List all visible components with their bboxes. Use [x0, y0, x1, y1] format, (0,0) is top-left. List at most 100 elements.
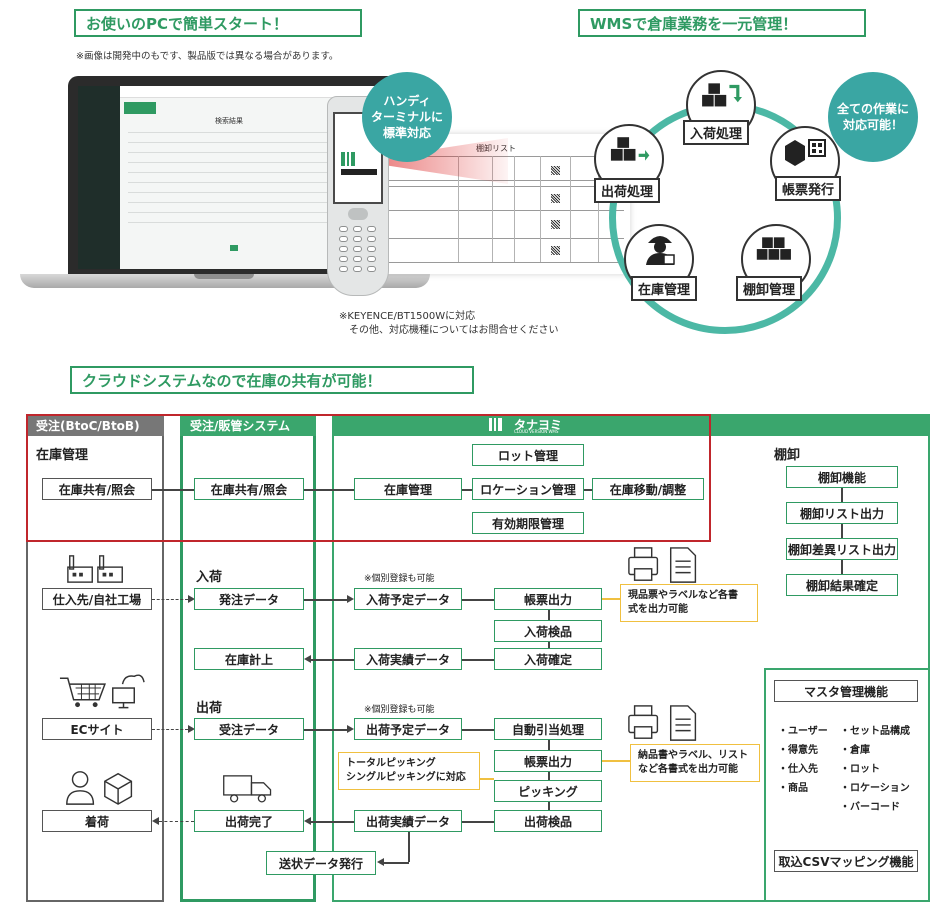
master-right-item: ・ロケーション — [840, 783, 910, 794]
heading-wms-text: WMSで倉庫業務を一元管理！ — [590, 14, 798, 33]
connector — [304, 599, 348, 601]
shopping-cart-pc-icon — [59, 674, 145, 709]
supplier-factory: 仕入先/自社工場 — [42, 588, 152, 610]
wms-stock-move: 在庫移動/調整 — [592, 478, 704, 500]
person-package-icon — [66, 771, 133, 805]
callout-line: 現品票やラベルなど各書 — [628, 590, 738, 601]
all-tasks-badge-line: 対応可能！ — [842, 118, 903, 132]
invoice-data: 送状データ発行 — [266, 851, 376, 875]
factory-icon — [67, 555, 123, 583]
callout-pointer — [602, 598, 620, 600]
screen-row — [128, 212, 350, 213]
worker-icon — [646, 236, 675, 265]
callout-line: シングルピッキングに対応 — [346, 772, 466, 783]
connector — [304, 489, 354, 491]
handy-key — [339, 256, 348, 262]
sheet-rule — [358, 262, 624, 263]
ship-inspect: 出荷検品 — [494, 810, 602, 832]
callout-line: 納品書やラベル、リスト — [638, 750, 748, 761]
master-right-item: ・セット品構成 — [840, 726, 910, 737]
boxes-ship-icon — [610, 137, 650, 161]
connector — [841, 560, 843, 574]
disclaimer-text: ※画像は開発中のもです、製品版では異なる場合があります。 — [76, 51, 339, 62]
sheet-col — [540, 156, 541, 262]
auto-allocation: 自動引当処理 — [494, 718, 602, 740]
connector — [462, 729, 494, 731]
ship-label: 出荷 — [196, 701, 223, 716]
handy-terminal-badge: ハンディ ターミナルに 標準対応 — [362, 72, 452, 162]
handy-badge-line: 標準対応 — [382, 126, 431, 141]
boxes-stack-icon — [756, 237, 791, 260]
form-output-1: 帳票出力 — [494, 588, 602, 610]
box-qr-icon — [785, 139, 826, 166]
callout-line: など各書式を出力可能 — [638, 764, 738, 775]
connector — [584, 489, 592, 491]
col1-inventory-share: 在庫共有/照会 — [42, 478, 152, 500]
heading-cloud-text: クラウドシステムなので在庫の共有が可能！ — [82, 371, 382, 390]
connector — [548, 802, 550, 810]
laptop-notch — [194, 274, 254, 279]
arrow-left — [304, 817, 311, 825]
handy-key — [339, 226, 348, 232]
master-left-item: ・ユーザー — [778, 726, 828, 737]
heading-cloud: クラウドシステムなので在庫の共有が可能！ — [70, 366, 474, 394]
dashed-connector — [152, 599, 188, 600]
connector — [304, 729, 348, 731]
wms-lot: ロット管理 — [472, 444, 584, 466]
connector — [462, 599, 494, 601]
col-sales-header: 受注/販管システム — [180, 414, 316, 436]
csv-mapping: 取込CSVマッピング機能 — [774, 850, 918, 872]
stocktake-label: 棚卸 — [774, 448, 801, 463]
master-right-item: ・ロット — [840, 764, 880, 775]
receive-actual-data: 入荷実績データ — [354, 648, 462, 670]
handy-key — [339, 236, 348, 242]
screen-row — [128, 172, 350, 173]
master-left-item: ・仕入先 — [778, 764, 818, 775]
col-orders-header-text: 受注(BtoC/BtoB) — [36, 418, 140, 433]
receive-inspect: 入荷検品 — [494, 620, 602, 642]
handy-key — [353, 266, 362, 272]
callout-pointer — [602, 760, 630, 762]
heading-wms: WMSで倉庫業務を一元管理！ — [578, 9, 866, 37]
connector — [152, 489, 194, 491]
sheet-col — [458, 156, 459, 262]
handy-key — [367, 226, 376, 232]
heading-easy-start: お使いのPCで簡単スタート！ — [74, 9, 362, 37]
node-receive-label: 入荷処理 — [683, 120, 750, 145]
handy-key — [353, 226, 362, 232]
connector — [548, 642, 550, 652]
receive-note: ※個別登録も可能 — [364, 574, 435, 584]
handy-key — [339, 246, 348, 252]
ship-plan-data: 出荷予定データ — [354, 718, 462, 740]
sheet-col — [492, 156, 493, 262]
screen-title: 検索結果 — [215, 117, 243, 125]
picking: ピッキング — [494, 780, 602, 802]
stocktake-item: 棚卸リスト出力 — [786, 502, 898, 524]
master-right-item: ・倉庫 — [840, 745, 870, 756]
screen-row — [128, 192, 350, 193]
wms-location: ロケーション管理 — [472, 478, 584, 500]
stocktake-item: 棚卸機能 — [786, 466, 898, 488]
master-left-item: ・商品 — [778, 783, 808, 794]
callout-receive-forms: 現品票やラベルなど各書 式を出力可能 — [620, 584, 758, 622]
qr-code-icon — [551, 194, 560, 203]
sheet-rule — [358, 186, 624, 187]
tanayomi-header-logo-icon — [489, 418, 502, 431]
connector — [548, 740, 550, 750]
dashed-connector — [152, 729, 188, 730]
inventory-label: 在庫管理 — [36, 448, 89, 463]
callout-picking: トータルピッキング シングルピッキングに対応 — [338, 752, 480, 790]
order-data: 発注データ — [194, 588, 304, 610]
all-tasks-badge-line: 全ての作業に — [836, 101, 909, 116]
stock-post: 在庫計上 — [194, 648, 304, 670]
screen-row — [128, 202, 350, 203]
node-ship-label: 出荷処理 — [594, 178, 661, 203]
arrow-right — [347, 595, 354, 603]
stocktake-item: 棚卸結果確定 — [786, 574, 898, 596]
arrow-right — [347, 725, 354, 733]
device-note-1: ※KEYENCE/BT1500Wに対応 — [339, 311, 476, 322]
receive-label: 入荷 — [196, 570, 223, 585]
app-topbar — [120, 86, 388, 98]
col-wms-header — [332, 414, 930, 436]
handy-dpad — [348, 208, 368, 220]
